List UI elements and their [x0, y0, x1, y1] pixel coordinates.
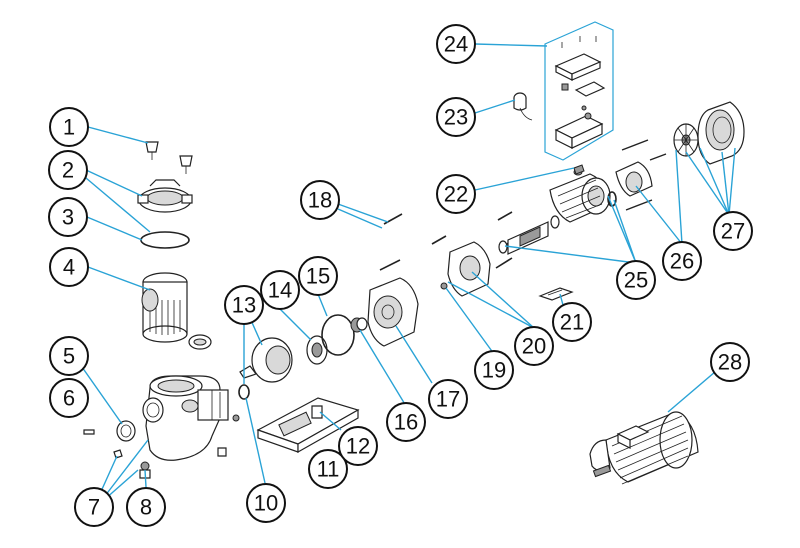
leader-lines — [81, 43, 736, 508]
callout-1: 1 — [49, 107, 89, 147]
callout-28: 28 — [710, 342, 750, 382]
part-diffuser — [239, 337, 293, 383]
callout-22-label: 22 — [444, 182, 468, 207]
callout-11: 11 — [308, 449, 348, 489]
callout-12: 12 — [338, 426, 378, 466]
callout-21: 21 — [552, 302, 592, 342]
callout-3-label: 3 — [62, 205, 74, 230]
callout-7: 7 — [74, 487, 114, 527]
callout-26-label: 26 — [670, 249, 694, 274]
part-rotor — [498, 215, 560, 255]
part-fan — [673, 123, 699, 157]
callout-24-label: 24 — [444, 32, 468, 57]
callout-28-label: 28 — [718, 350, 742, 375]
callout-8-label: 8 — [140, 495, 152, 520]
callout-25: 25 — [616, 260, 656, 300]
callout-19-label: 19 — [482, 358, 506, 383]
callout-18-label: 18 — [308, 188, 332, 213]
callout-24: 24 — [436, 24, 476, 64]
part-terminal-box — [544, 21, 614, 161]
part-diffuser-oring — [238, 384, 250, 400]
part-fan-cover — [697, 101, 745, 165]
callout-16: 16 — [386, 402, 426, 442]
part-lid-oring — [140, 231, 190, 249]
callout-26: 26 — [662, 241, 702, 281]
part-mechanical-seal — [350, 317, 368, 333]
parts-drawing — [83, 21, 745, 485]
callout-23: 23 — [436, 97, 476, 137]
part-end-shield — [615, 139, 667, 211]
callout-4-label: 4 — [63, 255, 75, 280]
part-capacitor — [513, 92, 533, 121]
callout-20: 20 — [514, 326, 554, 366]
callout-12-label: 12 — [346, 434, 370, 459]
part-strainer-lid — [137, 179, 193, 213]
callout-8: 8 — [126, 487, 166, 527]
callout-1-label: 1 — [63, 115, 75, 140]
callout-21-label: 21 — [560, 310, 584, 335]
part-motor-flange — [440, 241, 491, 297]
callout-2: 2 — [48, 150, 88, 190]
callout-20-label: 20 — [522, 334, 546, 359]
callout-19: 19 — [474, 350, 514, 390]
part-impeller — [306, 335, 328, 365]
part-seal-plate — [367, 277, 419, 347]
callout-27-label: 27 — [721, 219, 745, 244]
part-union-ring — [116, 420, 136, 442]
callout-3: 3 — [48, 197, 88, 237]
callout-13: 13 — [224, 285, 264, 325]
part-motor-support-foot — [256, 397, 360, 454]
part-drain-plug — [145, 141, 193, 174]
callout-7-label: 7 — [88, 495, 100, 520]
part-strainer-basket — [141, 272, 212, 350]
callout-6-label: 6 — [63, 386, 75, 411]
part-screw — [83, 429, 95, 435]
part-pump-housing — [142, 375, 229, 461]
callout-13-label: 13 — [232, 293, 256, 318]
callout-5: 5 — [49, 336, 89, 376]
callout-11-label: 11 — [317, 457, 340, 482]
part-studs — [379, 211, 515, 271]
part-label-plate — [538, 287, 574, 301]
callout-2-label: 2 — [62, 158, 74, 183]
part-foot-screw — [311, 405, 323, 419]
callout-17: 17 — [428, 379, 468, 419]
callout-17-label: 17 — [436, 387, 460, 412]
part-stator — [549, 168, 611, 223]
callout-10-label: 10 — [254, 491, 278, 516]
callout-10: 10 — [246, 483, 286, 523]
callout-25-label: 25 — [624, 268, 648, 293]
callout-15: 15 — [298, 256, 338, 296]
callout-22: 22 — [436, 174, 476, 214]
callout-23-label: 23 — [444, 105, 468, 130]
part-seal-plate-oring — [321, 314, 355, 356]
callout-18: 18 — [300, 180, 340, 220]
part-complete-motor — [589, 411, 699, 485]
callout-5-label: 5 — [63, 344, 75, 369]
callout-14-label: 14 — [268, 278, 292, 303]
callout-16-label: 16 — [394, 410, 418, 435]
callout-15-label: 15 — [306, 264, 330, 289]
callout-14: 14 — [260, 270, 300, 310]
callout-27: 27 — [713, 211, 753, 251]
callouts: 1 2 3 4 5 6 7 8 10 11 12 13 14 15 16 17 … — [48, 24, 753, 527]
callout-6: 6 — [49, 378, 89, 418]
part-terminal-screw — [573, 164, 585, 175]
callout-4: 4 — [49, 247, 89, 287]
